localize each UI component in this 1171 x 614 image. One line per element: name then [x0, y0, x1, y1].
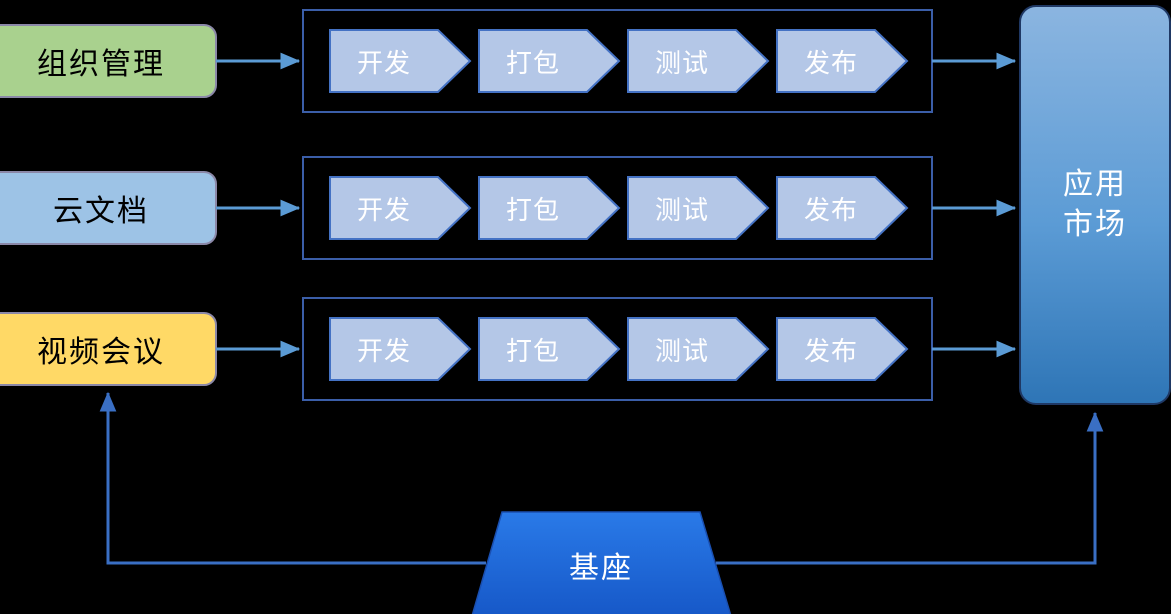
stage-chevron-release-2[interactable] — [776, 176, 909, 240]
app-box-org-management[interactable] — [0, 24, 217, 98]
stage-chevron-package-1[interactable] — [478, 29, 621, 93]
stage-chevron-release-3[interactable] — [776, 317, 909, 381]
stage-chevron-package-3[interactable] — [478, 317, 621, 381]
app-box-video-meeting[interactable] — [0, 312, 217, 386]
app-market-panel[interactable] — [1019, 5, 1171, 405]
base-platform-shape[interactable] — [471, 511, 732, 614]
stage-chevron-package-2[interactable] — [478, 176, 621, 240]
connector-base-to-market — [716, 411, 1104, 565]
connector-base-to-video — [99, 391, 486, 565]
stage-chevron-test-3[interactable] — [627, 317, 770, 381]
app-box-cloud-doc[interactable] — [0, 171, 217, 245]
stage-chevron-test-2[interactable] — [627, 176, 770, 240]
stage-chevron-test-1[interactable] — [627, 29, 770, 93]
stage-chevron-develop-3[interactable] — [329, 317, 472, 381]
stage-chevron-develop-2[interactable] — [329, 176, 472, 240]
stage-chevron-release-1[interactable] — [776, 29, 909, 93]
stage-chevron-develop-1[interactable] — [329, 29, 472, 93]
